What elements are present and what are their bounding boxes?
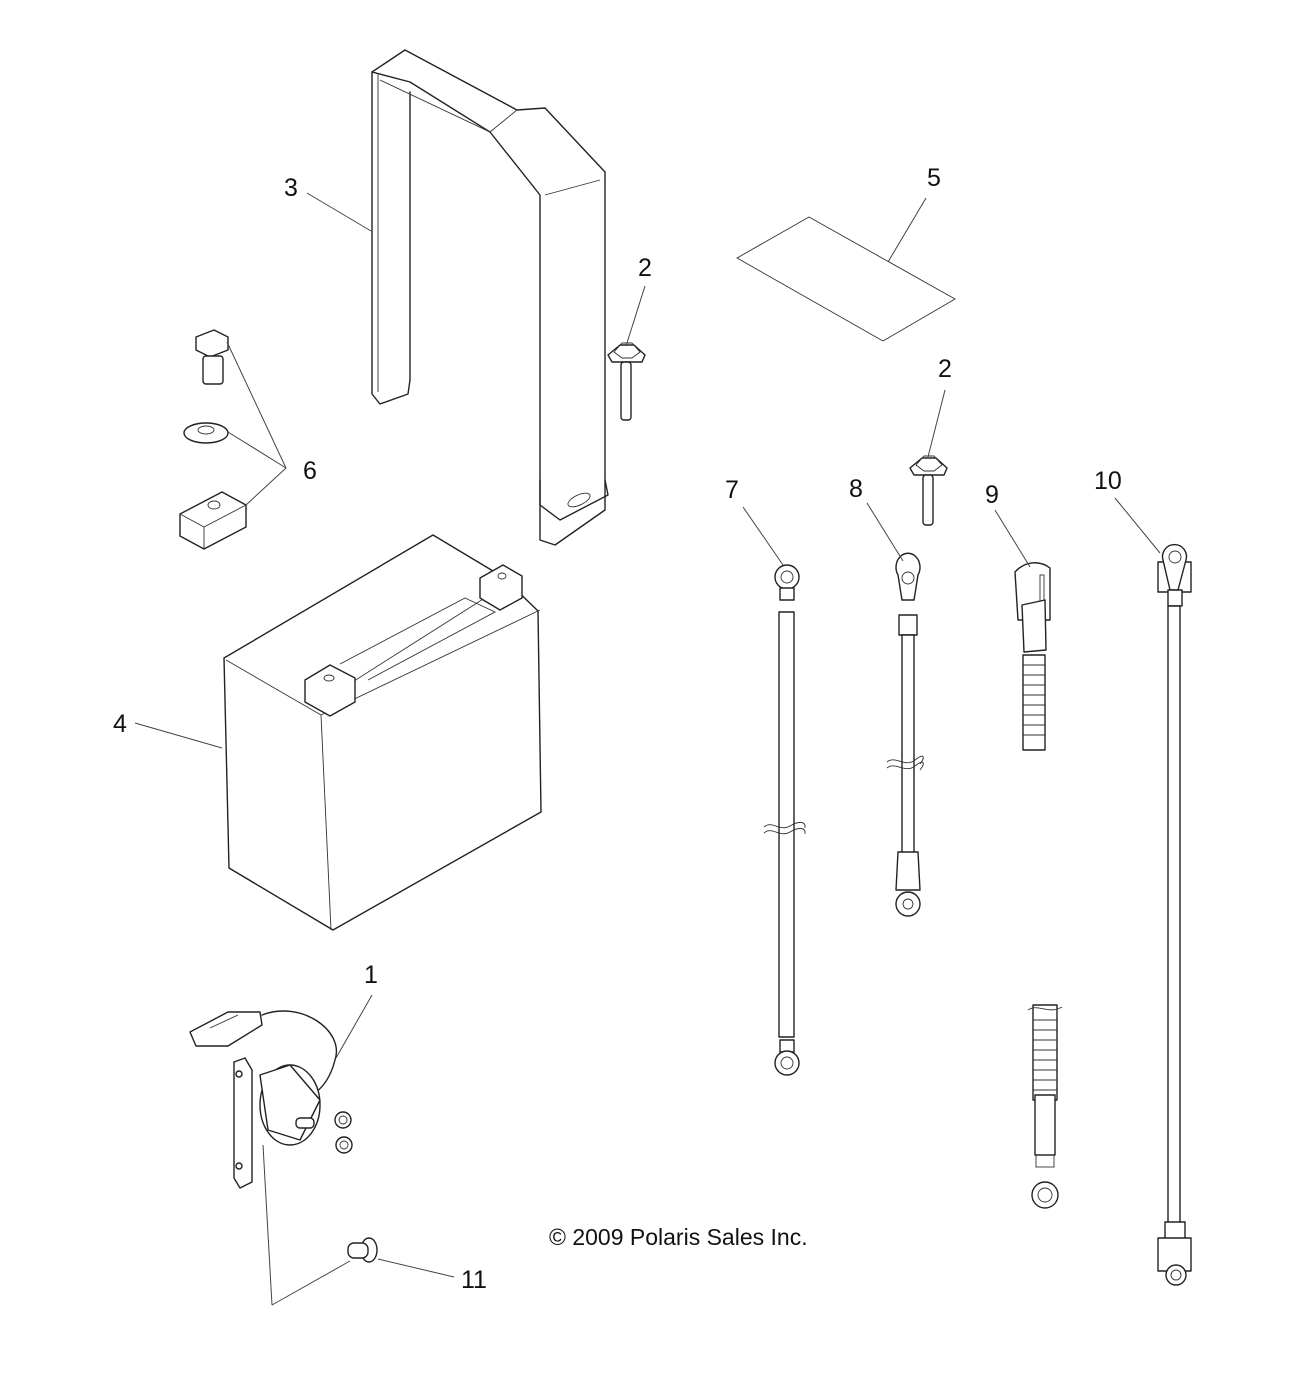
- part-9-cable-upper[interactable]: [1014, 562, 1051, 751]
- part-8-cable[interactable]: [886, 552, 924, 917]
- callout-2-lower: 2: [938, 355, 952, 383]
- part-3-strap[interactable]: [371, 49, 609, 546]
- leader-lines: [134, 192, 1161, 1306]
- callout-1: 1: [364, 961, 378, 989]
- callout-7: 7: [725, 476, 739, 504]
- callout-11: 11: [461, 1266, 487, 1294]
- part-2-bolt-lower[interactable]: [909, 455, 948, 526]
- part-11-rivet[interactable]: [347, 1237, 378, 1263]
- part-2-bolt-upper[interactable]: [607, 342, 646, 421]
- callout-4: 4: [113, 710, 127, 738]
- callout-8: 8: [849, 475, 863, 503]
- callout-6: 6: [303, 457, 317, 485]
- copyright-notice: © 2009 Polaris Sales Inc.: [549, 1224, 808, 1250]
- part-6-hardware[interactable]: [179, 329, 247, 550]
- callout-5: 5: [927, 164, 941, 192]
- part-4-battery[interactable]: [223, 534, 542, 931]
- callout-9: 9: [985, 481, 999, 509]
- part-7-cable[interactable]: [763, 564, 806, 1076]
- part-1-solenoid[interactable]: [189, 1010, 353, 1189]
- part-10-cable[interactable]: [1157, 543, 1192, 1286]
- callout-10: 10: [1094, 467, 1122, 495]
- callout-2-upper: 2: [638, 254, 652, 282]
- part-5-pad[interactable]: [736, 216, 956, 342]
- callout-3: 3: [284, 174, 298, 202]
- part-9-cable-lower[interactable]: [1027, 1004, 1063, 1209]
